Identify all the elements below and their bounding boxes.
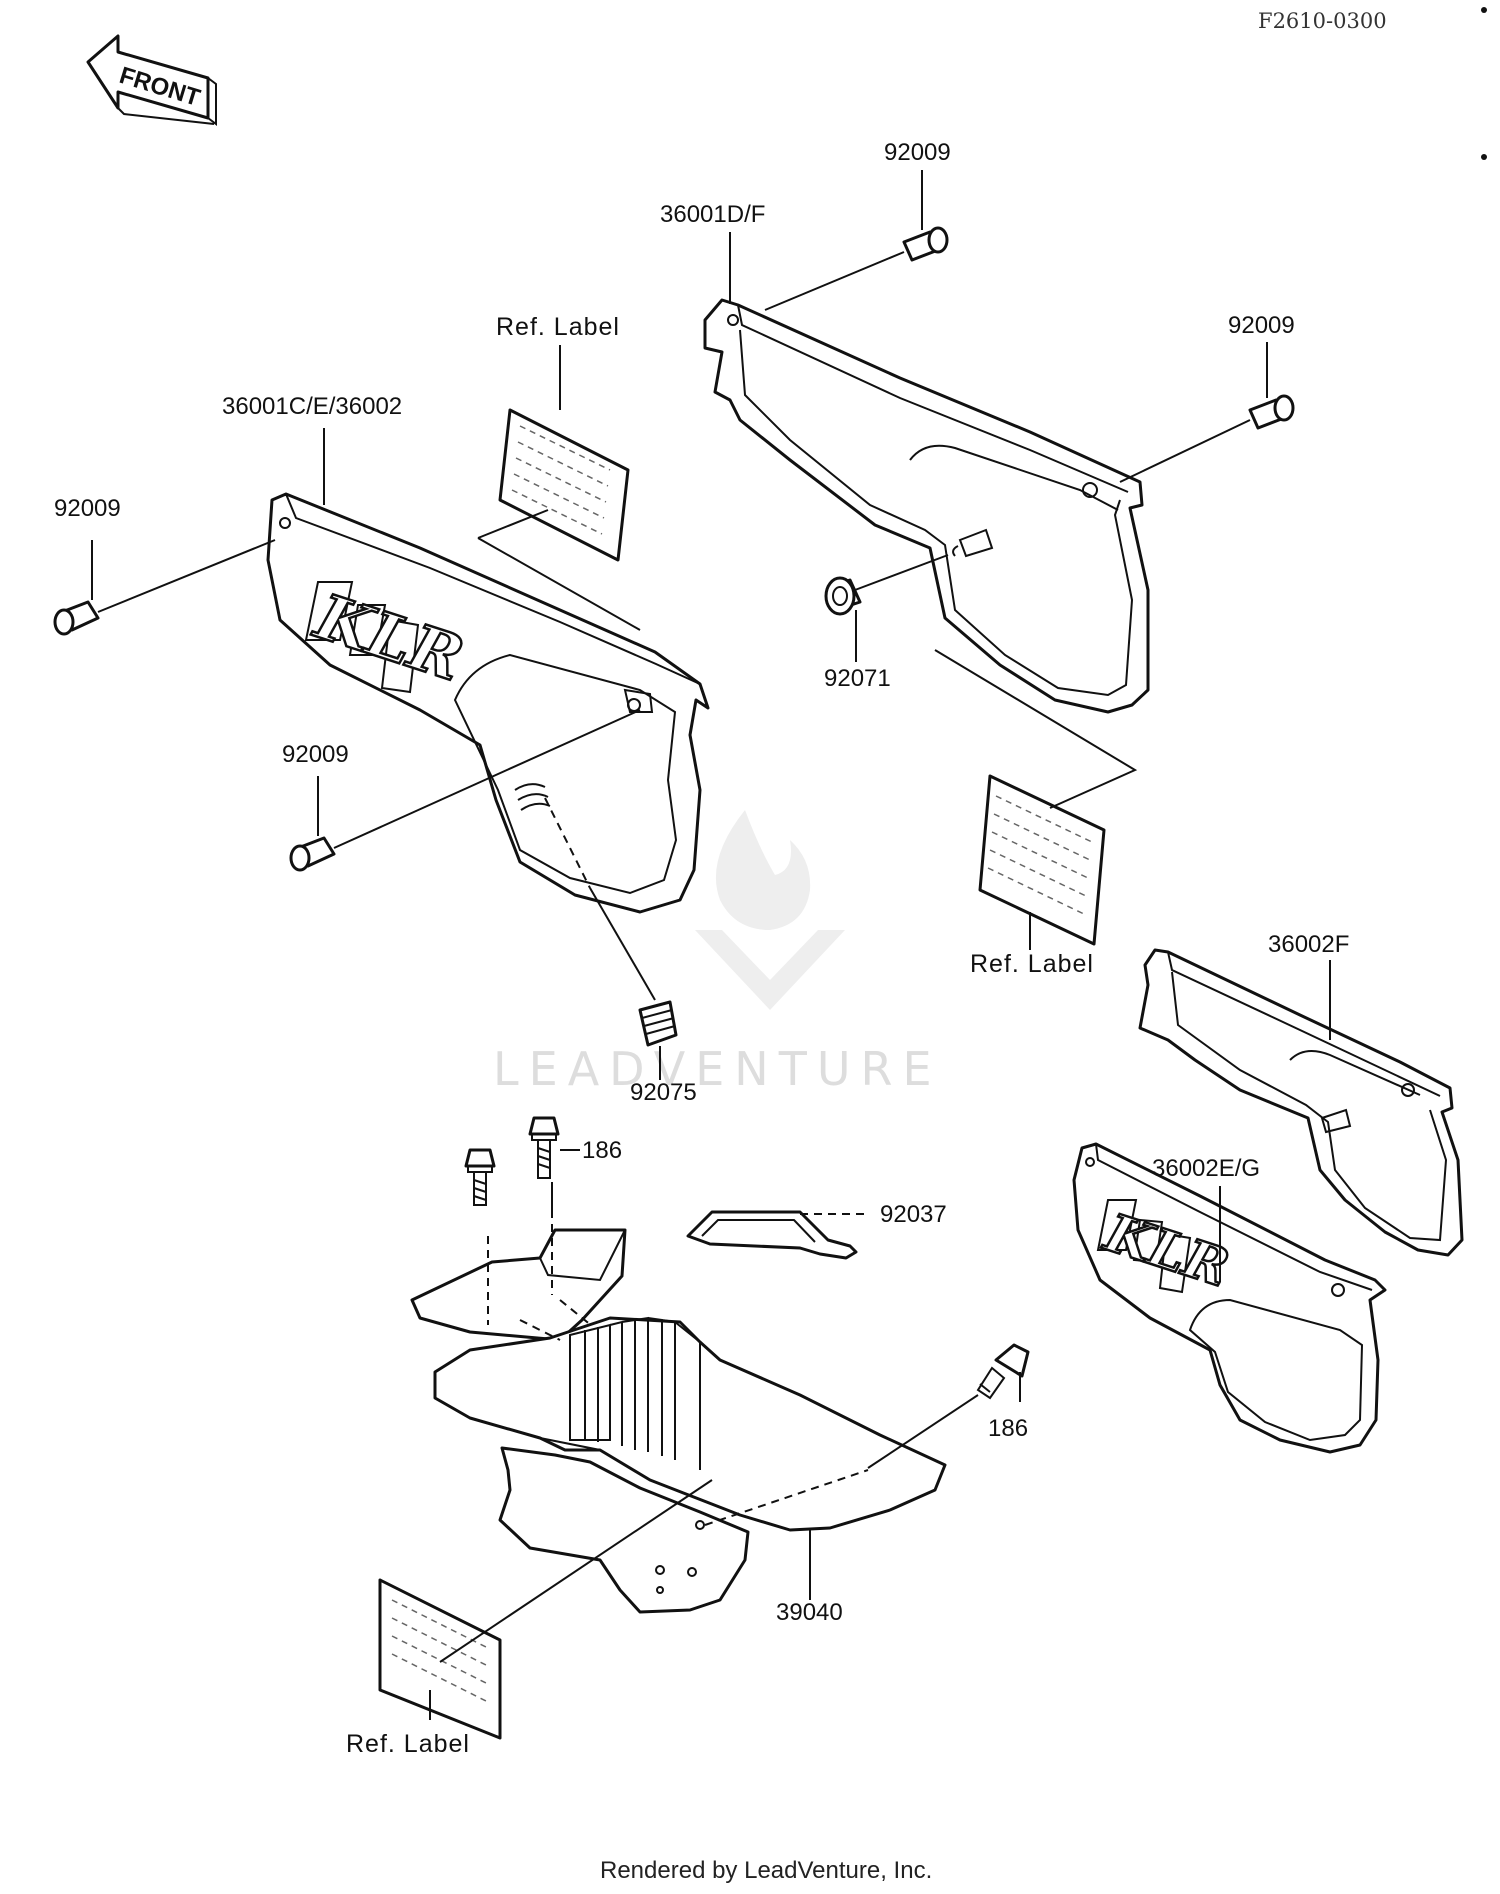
watermark-text: LEADVENTURE xyxy=(493,1042,942,1096)
bolt-icon xyxy=(464,1148,496,1206)
reference-label-sheet xyxy=(378,1479,713,1740)
left-side-cover: KLR xyxy=(266,492,710,914)
screw-icon xyxy=(764,226,949,311)
callout-92009: 92009 xyxy=(884,139,951,166)
callout-92009: 92009 xyxy=(282,741,349,768)
lower-right-side-cover xyxy=(1138,948,1464,1257)
grommet-icon xyxy=(544,797,678,1047)
callout-92071: 92071 xyxy=(824,665,891,692)
lower-right-front-cover: KLR xyxy=(1072,1142,1387,1454)
corner-dot xyxy=(1481,7,1487,13)
callout-92075: 92075 xyxy=(630,1079,697,1106)
upper-right-side-cover xyxy=(703,298,1150,714)
callout-92037: 92037 xyxy=(880,1201,947,1228)
screw-icon xyxy=(1119,394,1295,483)
watermark-logo-icon xyxy=(695,810,845,1010)
callout-186: 186 xyxy=(988,1415,1028,1442)
callout-92009: 92009 xyxy=(54,495,121,522)
callout-36001df: 36001D/F xyxy=(660,201,765,228)
callout-ref-label: Ref. Label xyxy=(496,313,620,341)
grommet-icon xyxy=(824,554,949,616)
bolt-icon xyxy=(528,1116,580,1212)
callout-186: 186 xyxy=(582,1137,622,1164)
front-arrow-icon: FRONT xyxy=(86,34,217,126)
skid-plate xyxy=(410,1210,947,1614)
bracket-clip-icon xyxy=(686,1210,868,1260)
diagram-code: F2610-0300 xyxy=(1258,9,1387,33)
reference-label-sheet xyxy=(477,408,641,631)
callout-36002f: 36002F xyxy=(1268,931,1349,958)
screw-icon xyxy=(53,539,276,636)
callout-ref-label: Ref. Label xyxy=(346,1730,470,1758)
corner-dot xyxy=(1481,154,1487,160)
callout-36002eg: 36002E/G xyxy=(1152,1155,1260,1182)
callout-ref-label: Ref. Label xyxy=(970,950,1094,978)
reference-label-sheet xyxy=(934,649,1138,946)
callout-leaders xyxy=(91,170,1331,1600)
screw-icon xyxy=(289,709,641,872)
bolt-icon xyxy=(867,1343,1030,1469)
callout-39040: 39040 xyxy=(776,1599,843,1626)
footer-credit: Rendered by LeadVenture, Inc. xyxy=(600,1857,932,1884)
callout-92009: 92009 xyxy=(1228,312,1295,339)
callout-36001ce-36002: 36001C/E/36002 xyxy=(222,393,402,420)
